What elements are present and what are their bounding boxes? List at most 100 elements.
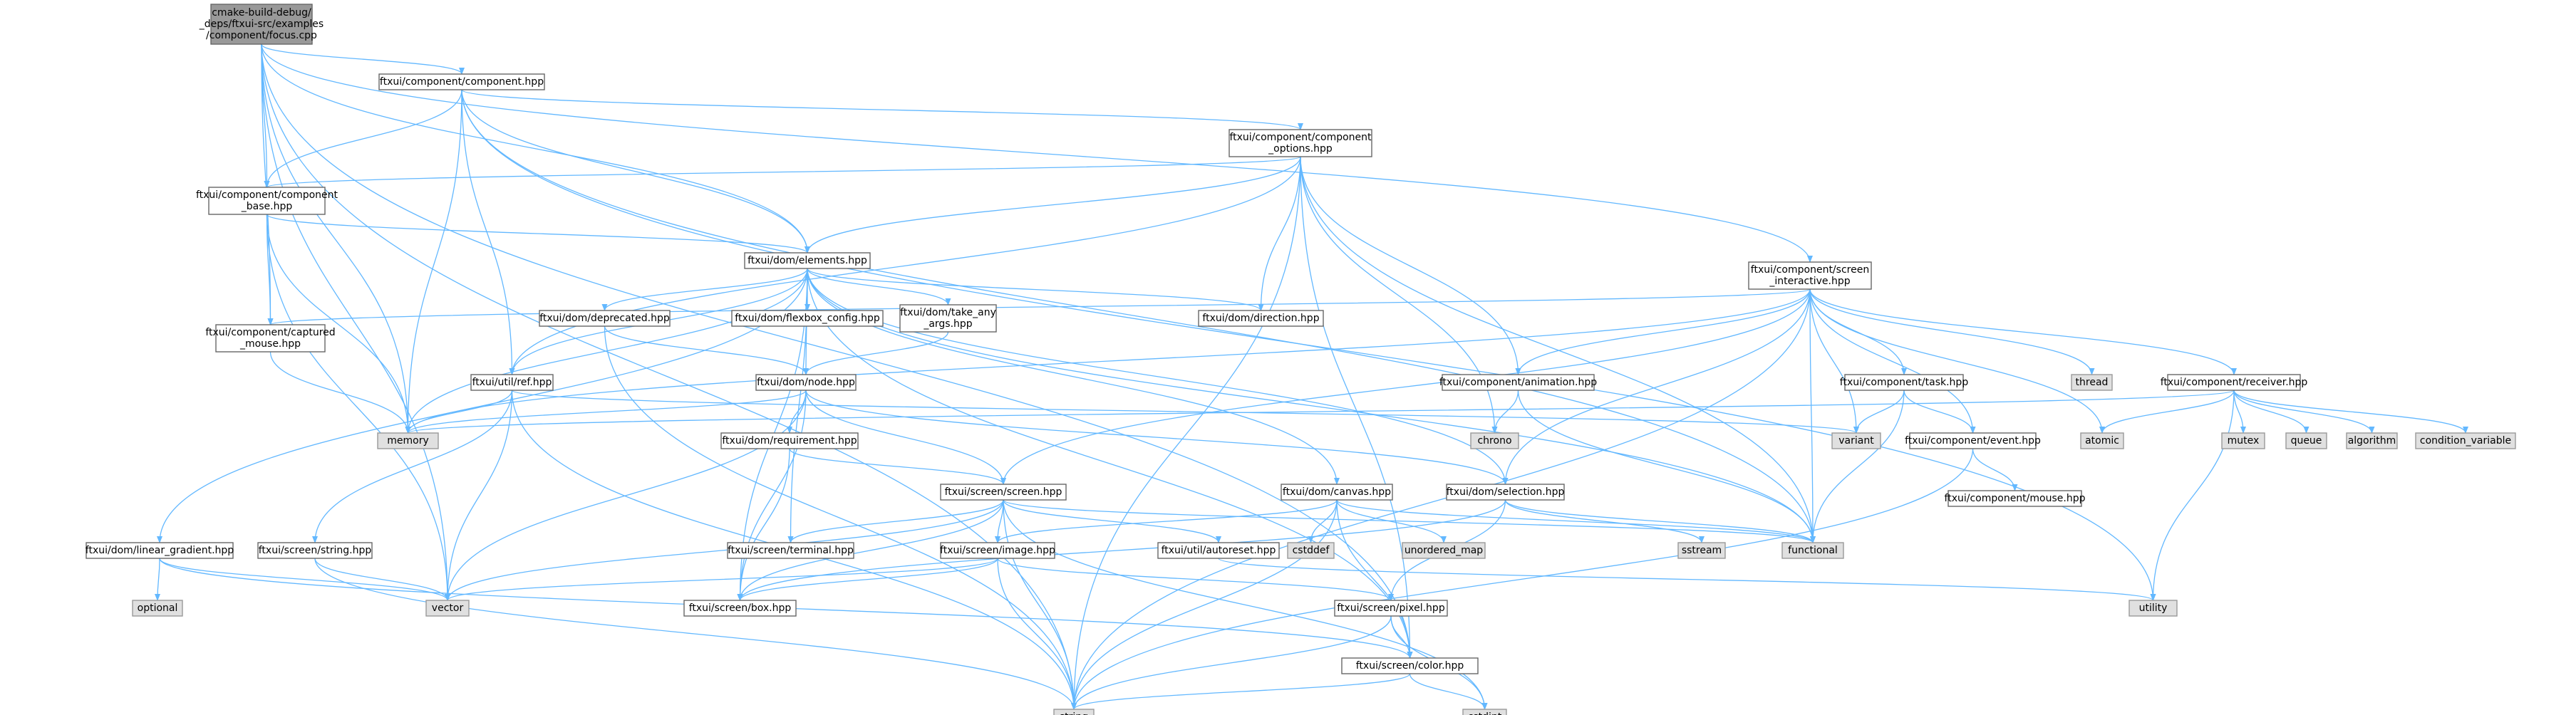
node-canvas[interactable]: ftxui/dom/canvas.hpp: [1281, 484, 1393, 501]
edge-interactive-to-screen: [1000, 288, 1811, 485]
node-box-sstream: [1677, 542, 1726, 559]
node-label: /component/focus.cpp: [206, 30, 317, 41]
edge-screen-to-functional: [1003, 499, 1816, 543]
edge-interactive-to-animation: [1515, 288, 1811, 375]
edge-focus-to-component: [261, 43, 465, 75]
node-requirement[interactable]: ftxui/dom/requirement.hpp: [720, 432, 859, 449]
node-lineargrad[interactable]: ftxui/dom/linear_gradient.hpp: [86, 542, 234, 559]
edge-canvas-to-string: [1071, 499, 1338, 710]
node-terminal[interactable]: ftxui/screen/terminal.hpp: [727, 542, 854, 559]
node-box-selection: [1446, 484, 1565, 501]
node-focus[interactable]: cmake-build-debug/_deps/ftxui-src/exampl…: [199, 4, 324, 45]
node-label: cstddef: [1293, 545, 1330, 556]
node-mouse[interactable]: ftxui/component/mouse.hpp: [1945, 490, 2086, 507]
node-label: unordered_map: [1405, 545, 1483, 556]
edge-component-to-utility: [461, 89, 2156, 601]
node-label: ftxui/dom/direction.hpp: [1202, 313, 1319, 324]
edge-options-to-color: [1300, 156, 1413, 659]
node-box-focus: [210, 4, 313, 45]
edge-canvas-to-functional: [1336, 499, 1816, 543]
node-label: ftxui/dom/linear_gradient.hpp: [86, 545, 234, 556]
node-screen[interactable]: ftxui/screen/screen.hpp: [940, 484, 1067, 501]
edge-ref-to-variant: [511, 390, 1859, 434]
node-box-atomic: [2080, 432, 2124, 449]
node-box-component: [378, 73, 545, 90]
node-label: ftxui/dom/elements.hpp: [748, 255, 867, 266]
edge-node-to-vector: [445, 390, 807, 601]
node-task[interactable]: ftxui/component/task.hpp: [1840, 374, 1969, 391]
node-direction[interactable]: ftxui/dom/direction.hpp: [1198, 310, 1324, 327]
node-box-chrono: [1470, 432, 1519, 449]
edge-base-to-vector: [266, 214, 450, 601]
node-box-task: [1844, 374, 1964, 391]
node-node[interactable]: ftxui/dom/node.hpp: [755, 374, 857, 391]
node-options[interactable]: ftxui/component/component_options.hpp: [1228, 129, 1372, 157]
node-ref[interactable]: ftxui/util/ref.hpp: [470, 374, 554, 391]
node-autoreset[interactable]: ftxui/util/autoreset.hpp: [1157, 542, 1280, 559]
node-box-event: [1909, 432, 2037, 449]
edge-image-to-vector: [445, 558, 998, 601]
node-label: ftxui/dom/node.hpp: [757, 377, 855, 388]
node-component[interactable]: ftxui/component/component.hpp: [378, 73, 545, 90]
node-string: string: [1053, 709, 1095, 715]
node-receiver[interactable]: ftxui/component/receiver.hpp: [2161, 374, 2308, 391]
edge-event-to-string: [1071, 448, 1974, 710]
node-image[interactable]: ftxui/screen/image.hpp: [940, 542, 1055, 559]
node-label: atomic: [2085, 435, 2119, 447]
node-elements[interactable]: ftxui/dom/elements.hpp: [744, 252, 871, 269]
node-box[interactable]: ftxui/screen/box.hpp: [683, 600, 797, 617]
edge-deprecated-to-string: [604, 325, 1077, 710]
node-box-takeany: [899, 304, 997, 333]
node-label: ftxui/component/component: [1229, 132, 1372, 143]
edge-interactive-to-selection: [1502, 288, 1811, 485]
node-label: ftxui/dom/flexbox_config.hpp: [735, 313, 880, 324]
node-label: queue: [2291, 435, 2322, 447]
node-box-color: [1341, 657, 1479, 674]
node-deprecated[interactable]: ftxui/dom/deprecated.hpp: [539, 310, 671, 327]
node-label: functional: [1788, 545, 1838, 556]
node-interactive[interactable]: ftxui/component/screen_interactive.hpp: [1748, 261, 1872, 290]
edge-receiver-to-atomic: [2099, 390, 2235, 434]
node-pixel[interactable]: ftxui/screen/pixel.hpp: [1334, 600, 1448, 617]
edge-component-to-elements: [461, 89, 810, 254]
node-box-condvar: [2415, 432, 2516, 449]
edge-task-to-variant: [1853, 390, 1905, 434]
node-captured[interactable]: ftxui/component/captured_mouse.hpp: [205, 324, 336, 353]
edge-focus-to-memory: [261, 43, 411, 434]
node-label: cmake-build-debug/: [212, 7, 311, 19]
node-box-optional: [132, 600, 183, 617]
node-event[interactable]: ftxui/component/event.hpp: [1905, 432, 2041, 449]
edge-ref-to-vector: [445, 390, 513, 601]
edge-focus-to-interactive: [261, 43, 1813, 263]
edge-options-to-elements: [805, 156, 1301, 254]
edge-autoreset-to-utility: [1218, 558, 2156, 601]
edge-options-to-animation: [1300, 156, 1521, 375]
node-sstream: sstream: [1677, 542, 1726, 559]
node-takeany[interactable]: ftxui/dom/take_any_args.hpp: [899, 304, 997, 333]
edge-task-to-event: [1903, 390, 1976, 434]
node-label: variant: [1838, 435, 1874, 447]
node-box-requirement: [720, 432, 859, 449]
node-thread: thread: [2071, 374, 2113, 391]
node-string_hpp[interactable]: ftxui/screen/string.hpp: [257, 542, 373, 559]
edge-canvas-to-image: [995, 499, 1338, 543]
node-box-flexbox: [731, 310, 884, 327]
edge-screen-to-string: [1003, 499, 1077, 710]
node-box-autoreset: [1157, 542, 1280, 559]
edge-elements-to-canvas: [807, 268, 1340, 485]
edge-options-to-functional: [1300, 156, 1816, 543]
node-color[interactable]: ftxui/screen/color.hpp: [1341, 657, 1479, 674]
node-box-string: [1053, 709, 1095, 715]
edge-node-to-memory: [405, 390, 807, 434]
node-base[interactable]: ftxui/component/component_base.hpp: [196, 187, 338, 215]
node-box-unordered: [1402, 542, 1486, 559]
edge-canvas-to-color: [1336, 499, 1413, 659]
node-animation[interactable]: ftxui/component/animation.hpp: [1439, 374, 1597, 391]
node-selection[interactable]: ftxui/dom/selection.hpp: [1446, 484, 1565, 501]
node-flexbox[interactable]: ftxui/dom/flexbox_config.hpp: [731, 310, 884, 327]
node-label: ftxui/dom/selection.hpp: [1447, 486, 1565, 498]
edge-elements-to-deprecated: [601, 268, 808, 311]
node-algorithm: algorithm: [2346, 432, 2398, 449]
node-label: ftxui/component/receiver.hpp: [2161, 377, 2308, 388]
node-box-animation: [1442, 374, 1595, 391]
